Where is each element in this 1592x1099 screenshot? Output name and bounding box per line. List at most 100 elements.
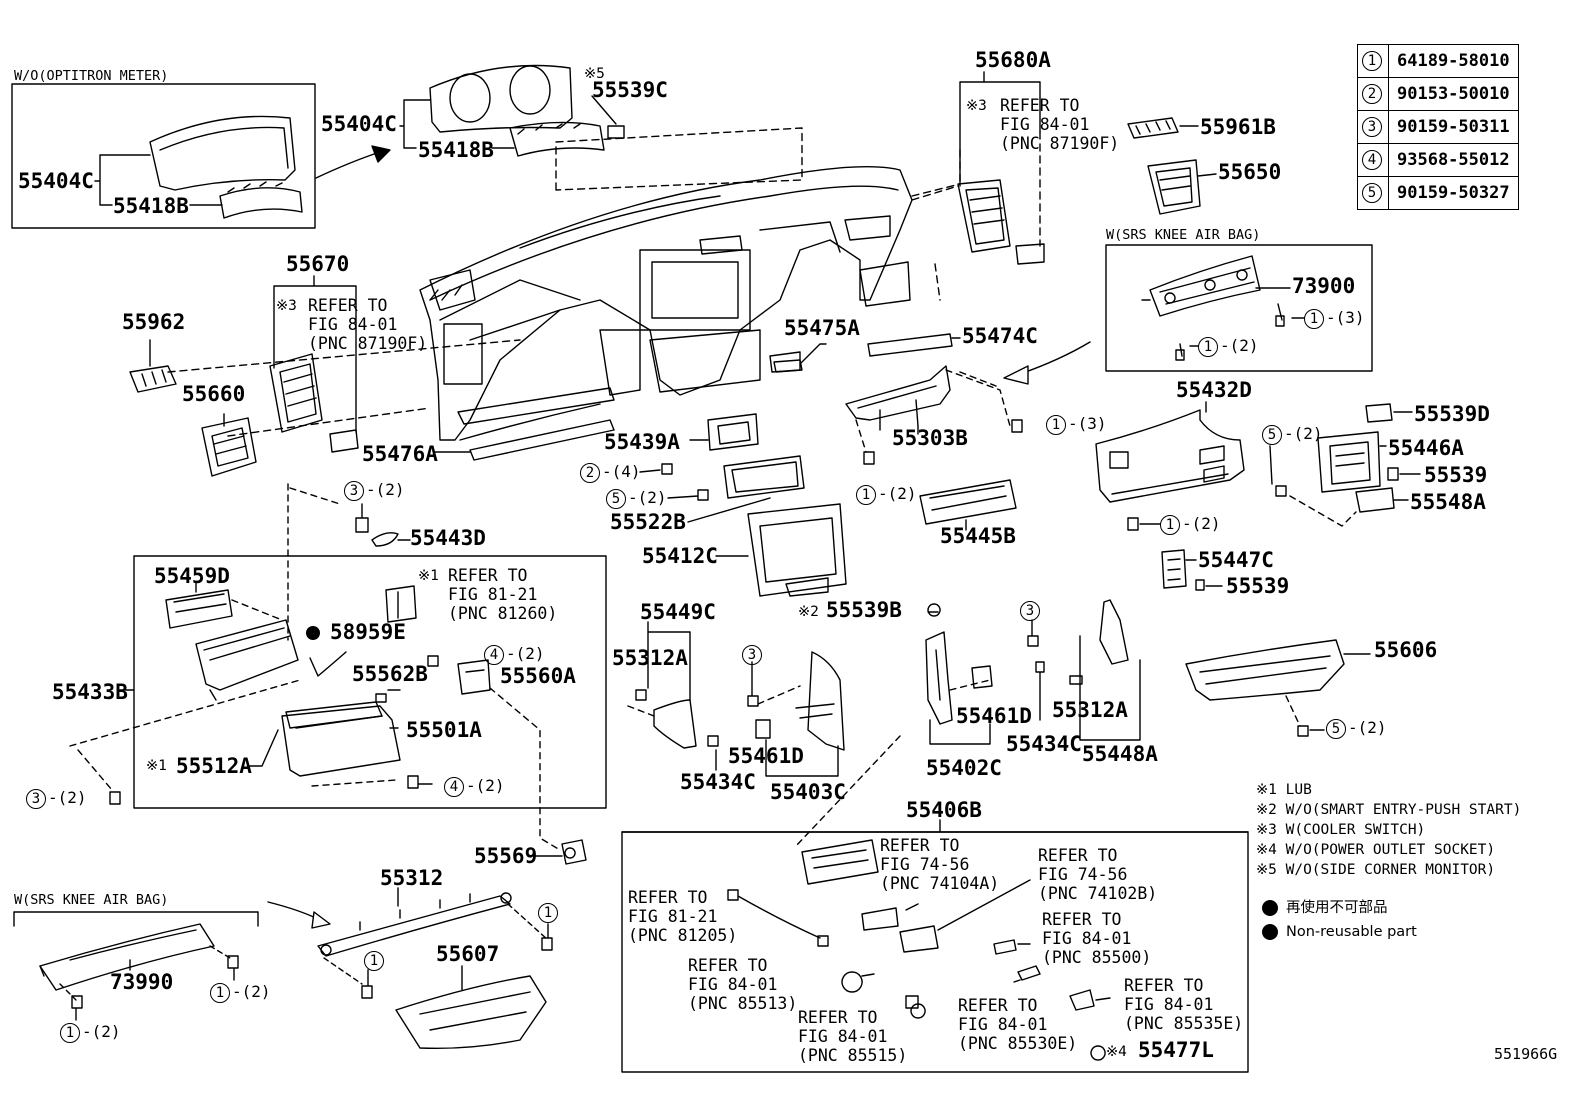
part-55474C[interactable]: 55474C: [962, 324, 1038, 348]
callout-4-2-a: 4-(2): [484, 644, 545, 665]
part-55447C[interactable]: 55447C: [1198, 548, 1274, 572]
part-55404C-a[interactable]: 55404C: [18, 169, 94, 193]
part-55461D-a[interactable]: 55461D: [728, 744, 804, 768]
part-55607[interactable]: 55607: [436, 942, 500, 966]
note-1: ※1 LUB: [1256, 782, 1312, 798]
part-55402C[interactable]: 55402C: [926, 756, 1002, 780]
part-55433B[interactable]: 55433B: [52, 680, 128, 704]
part-55501A[interactable]: 55501A: [406, 718, 482, 742]
part-55539-a[interactable]: 55539: [1424, 463, 1488, 487]
note-4: ※4 W/O(POWER OUTLET SOCKET): [1256, 842, 1496, 858]
legend-en: Non-reusable part: [1286, 924, 1417, 940]
part-58959E[interactable]: 58959E: [306, 622, 406, 643]
part-55312A-a[interactable]: 55312A: [612, 646, 688, 670]
part-55962[interactable]: 55962: [122, 310, 186, 334]
ref-85515[interactable]: REFER TO FIG 84-01 (PNC 85515): [798, 1008, 908, 1065]
part-55404C-b[interactable]: 55404C: [321, 112, 397, 136]
ref-81205[interactable]: REFER TO FIG 81-21 (PNC 81205): [628, 888, 738, 945]
part-73990[interactable]: 73990: [110, 970, 174, 994]
part-55312A-b[interactable]: 55312A: [1052, 698, 1128, 722]
guide-screw-3-2: [77, 749, 113, 791]
part-55303B[interactable]: 55303B: [892, 426, 968, 450]
screw-4-2-b: [407, 775, 433, 789]
part-55562B-drawing: [375, 689, 401, 703]
part-55445B[interactable]: 55445B: [940, 524, 1016, 548]
part-55434C-a[interactable]: 55434C: [680, 770, 756, 794]
glovebox-door-drawing: [281, 701, 401, 777]
ref-85530E[interactable]: REFER TO FIG 84-01 (PNC 85530E): [958, 996, 1078, 1053]
ref-85535E[interactable]: REFER TO FIG 84-01 (PNC 85535E): [1124, 976, 1244, 1033]
leader-55650: [1197, 173, 1217, 177]
part-55406B[interactable]: 55406B: [906, 798, 982, 822]
part-55606[interactable]: 55606: [1374, 638, 1438, 662]
part-55459D[interactable]: 55459D: [154, 564, 230, 588]
callout-3-2-b: 3-(2): [26, 788, 87, 809]
ref-74104A[interactable]: REFER TO FIG 74-56 (PNC 74104A): [880, 836, 1000, 893]
part-55539C[interactable]: 55539C: [592, 78, 668, 102]
part-55449C[interactable]: 55449C: [640, 600, 716, 624]
callout-1-b: 1: [364, 950, 386, 971]
part-55961B[interactable]: 55961B: [1200, 115, 1276, 139]
ref-55680A[interactable]: REFER TO FIG 84-01 (PNC 87190F): [1000, 96, 1120, 153]
part-55446A[interactable]: 55446A: [1388, 436, 1464, 460]
ref-81260[interactable]: REFER TO FIG 81-21 (PNC 81260): [448, 566, 558, 623]
vent-55650-drawing: [1147, 159, 1201, 215]
part-55548A[interactable]: 55548A: [1410, 490, 1486, 514]
leader-55449C: [647, 621, 691, 701]
ref-85513[interactable]: REFER TO FIG 84-01 (PNC 85513): [688, 956, 798, 1013]
meter-hood-large-drawing: [429, 64, 625, 157]
part-55443D[interactable]: 55443D: [410, 526, 486, 550]
optitron-variant-box: [11, 83, 316, 229]
screw-3-2-b: [109, 791, 121, 805]
guide-55459D: [231, 599, 283, 621]
part-55539D[interactable]: 55539D: [1414, 402, 1490, 426]
part-55412C[interactable]: 55412C: [642, 544, 718, 568]
note-2: ※2 W/O(SMART ENTRY-PUSH START): [1256, 802, 1522, 818]
guide-55312-l: [323, 957, 363, 985]
part-73900[interactable]: 73900: [1292, 274, 1356, 298]
part-55512A[interactable]: 55512A: [176, 754, 252, 778]
part-55522B[interactable]: 55522B: [610, 510, 686, 534]
ref-74102B[interactable]: REFER TO FIG 74-56 (PNC 74102B): [1038, 846, 1158, 903]
part-55475A[interactable]: 55475A: [784, 316, 860, 340]
part-55448A[interactable]: 55448A: [1082, 742, 1158, 766]
part-55539-b[interactable]: 55539: [1226, 574, 1290, 598]
panel-55448A-drawing: [1099, 599, 1129, 665]
part-55476A[interactable]: 55476A: [362, 442, 438, 466]
callout-2-4: 2-(4): [580, 462, 641, 483]
screw-5-2-a: [667, 489, 709, 501]
leader-55670: [273, 275, 357, 433]
part-55539B[interactable]: 55539B: [826, 598, 902, 622]
srs-knee-box-upper: [1105, 244, 1373, 372]
part-55650[interactable]: 55650: [1218, 160, 1282, 184]
screw-55432D: [1127, 517, 1161, 531]
note-3: ※3 W(COOLER SWITCH): [1256, 822, 1426, 838]
part-55569[interactable]: 55569: [474, 844, 538, 868]
callout-1-2-b: 1-(2): [856, 484, 917, 505]
part-55312[interactable]: 55312: [380, 866, 444, 890]
part-55477L[interactable]: 55477L: [1138, 1038, 1214, 1062]
part-55434C-b[interactable]: 55434C: [1006, 732, 1082, 756]
screw-4-2-a: [427, 655, 439, 667]
part-55680A[interactable]: 55680A: [975, 48, 1051, 72]
part-55560A[interactable]: 55560A: [500, 664, 576, 688]
part-55562B[interactable]: 55562B: [352, 662, 428, 686]
part-55403C[interactable]: 55403C: [770, 780, 846, 804]
part-55439A[interactable]: 55439A: [604, 430, 680, 454]
srs-knee-lower-bracket: [13, 911, 259, 927]
guide-55449C: [627, 705, 655, 717]
ref-55670[interactable]: REFER TO FIG 84-01 (PNC 87190F): [308, 296, 428, 353]
ref-85500[interactable]: REFER TO FIG 84-01 (PNC 85500): [1042, 910, 1152, 967]
part-55418B-b[interactable]: 55418B: [418, 138, 494, 162]
guide-lines-top: [167, 127, 1041, 437]
part-55432D[interactable]: 55432D: [1176, 378, 1252, 402]
part-55418B-a[interactable]: 55418B: [113, 194, 189, 218]
part-55461D-b[interactable]: 55461D: [956, 704, 1032, 728]
part-55670[interactable]: 55670: [286, 252, 350, 276]
part-55660[interactable]: 55660: [182, 382, 246, 406]
